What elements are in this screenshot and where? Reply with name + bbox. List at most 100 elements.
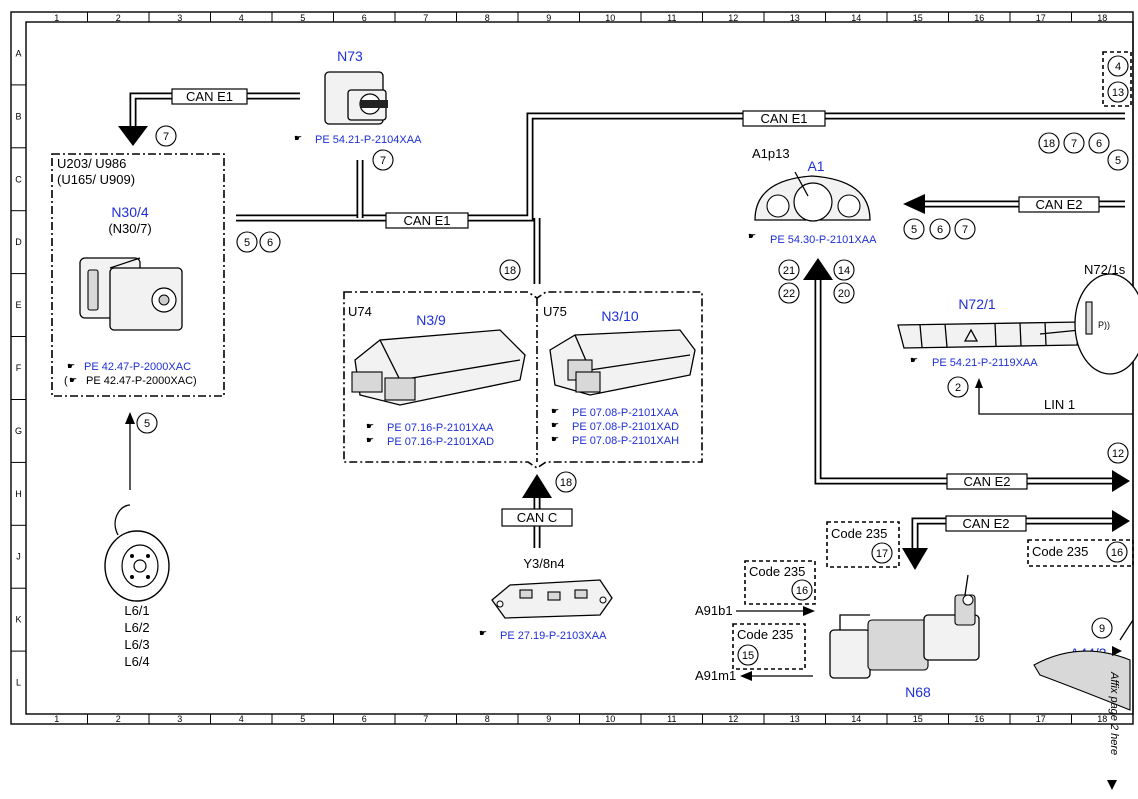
grid-column-label: 2 <box>116 13 121 23</box>
y3-8n4-label: Y3/8n4 <box>523 556 564 571</box>
ref-number: 16 <box>1111 547 1123 559</box>
ref-number: 13 <box>1112 87 1124 99</box>
grid-column-label: 13 <box>790 13 800 23</box>
code-box <box>1102 51 1132 107</box>
arrow-up-icon <box>125 412 135 424</box>
ref-circle <box>259 231 281 253</box>
pointer-icon: ☛ <box>69 375 77 385</box>
grid-column-label: 1 <box>54 714 59 724</box>
pointer-icon: ☛ <box>551 406 559 416</box>
ref-circle <box>1107 149 1129 171</box>
ref-number: 18 <box>560 477 572 489</box>
n72-ref: PE 54.21-P-2119XAA <box>932 357 1038 369</box>
grid-column-label: 17 <box>1036 13 1046 23</box>
grid-column-label: 13 <box>790 714 800 724</box>
grid-row-label: E <box>15 300 21 310</box>
ref-number: 14 <box>838 265 850 277</box>
n30-ref-2-prefix: ( <box>64 375 68 387</box>
ref-circle <box>929 218 951 240</box>
pointer-icon: ☛ <box>479 628 487 638</box>
code-box <box>826 521 900 568</box>
n3-9-label: N3/9 <box>416 312 446 328</box>
ref-number: 5 <box>244 237 250 249</box>
pointer-icon: ☛ <box>67 361 75 371</box>
arrow-right-icon <box>803 606 815 616</box>
grid-column-label: 16 <box>974 13 984 23</box>
a44-line <box>1119 619 1134 641</box>
grid-column-label: 12 <box>728 13 738 23</box>
grid-column-label: 14 <box>851 13 861 23</box>
ref-circle <box>236 231 258 253</box>
grid-column-label: 18 <box>1097 714 1107 724</box>
ref-number: 6 <box>937 224 943 236</box>
grid-column-label: 10 <box>605 13 615 23</box>
grid-column-label: 3 <box>177 714 182 724</box>
ref-number: 7 <box>962 224 968 236</box>
brake-disc-icon <box>104 504 170 602</box>
a44-module-icon <box>1033 650 1131 711</box>
ref-circle <box>1063 132 1085 154</box>
ref-number: 20 <box>838 288 850 300</box>
code-box <box>1027 539 1134 567</box>
steering-gear-icon <box>829 574 980 679</box>
ref-circle <box>499 259 521 281</box>
grid-column-label: 10 <box>605 714 615 724</box>
grid-row-label: G <box>15 426 22 436</box>
n3-9-ref-1: PE 07.16-P-2101XAA <box>387 422 494 434</box>
ref-circle <box>1107 55 1129 77</box>
grid-column-label: 15 <box>913 13 923 23</box>
grid-column-label: 18 <box>1097 13 1107 23</box>
ref-circle <box>778 259 800 281</box>
pointer-icon: ☛ <box>366 435 374 445</box>
ref-number: 12 <box>1112 448 1124 460</box>
grid-column-label: 3 <box>177 13 182 23</box>
arrow-up-icon <box>975 378 983 388</box>
grid-row-label: K <box>15 615 21 625</box>
can-e2-label: CAN E2 <box>963 516 1010 531</box>
grid-column-label: 7 <box>423 13 428 23</box>
ref-number: 7 <box>163 131 169 143</box>
ref-circle <box>903 218 925 240</box>
grid-column-label: 6 <box>362 13 367 23</box>
code-235-label: Code 235 <box>1032 544 1088 559</box>
lin1-label: LIN 1 <box>1044 397 1075 412</box>
code-box <box>744 560 816 605</box>
can-e2-label: CAN E2 <box>1036 197 1083 212</box>
grid-row-label: D <box>15 237 22 247</box>
grid-row-label: A <box>15 49 21 59</box>
ref-number: 6 <box>1096 138 1102 150</box>
grid-column-label: 11 <box>667 714 676 724</box>
engine-ecu-group-box <box>343 291 703 469</box>
n68-label: N68 <box>905 684 931 700</box>
ref-number: 9 <box>1099 623 1105 635</box>
ref-circle <box>791 579 813 601</box>
grid-column-label: 17 <box>1036 714 1046 724</box>
ref-circle <box>136 412 158 434</box>
grid-column-label: 12 <box>728 714 738 724</box>
a1p13-label: A1p13 <box>752 146 790 161</box>
arrow-down-icon <box>1107 780 1117 790</box>
grid-column-label: 6 <box>362 714 367 724</box>
u74-label: U74 <box>348 304 372 319</box>
can-e2-lower-bus: CAN E2 <box>803 258 1130 492</box>
arrow-right-icon <box>1112 646 1122 656</box>
ref-number: 16 <box>796 585 808 597</box>
y3-ref: PE 27.19-P-2103XAA <box>500 630 607 642</box>
ecu-n3-10-icon <box>549 329 696 396</box>
grid-row-label: C <box>15 174 22 184</box>
valve-body-icon <box>491 579 613 619</box>
ref-number: 7 <box>1071 138 1077 150</box>
grid-column-label: 9 <box>546 13 551 23</box>
abs-group-box <box>51 153 225 397</box>
n30-7-label: (N30/7) <box>108 221 151 236</box>
can-e1-label: CAN E1 <box>186 89 233 104</box>
wheel-sensor-label: L6/2 <box>124 620 149 635</box>
ref-circle <box>372 149 394 171</box>
ref-circle <box>1107 81 1129 103</box>
ref-number: 18 <box>504 265 516 277</box>
can-e2-label: CAN E2 <box>964 474 1011 489</box>
can-c-bus: CAN C <box>501 474 573 548</box>
code-box <box>732 623 806 670</box>
